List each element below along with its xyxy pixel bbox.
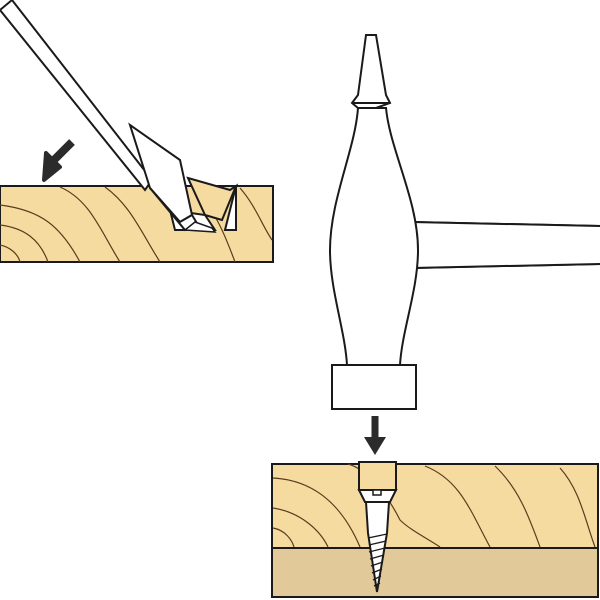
screw-icon [357, 461, 398, 593]
wood-board-bottom [271, 463, 599, 598]
down-arrow-icon [364, 416, 386, 455]
down-left-arrow-icon [42, 139, 75, 182]
wood-board-top [0, 176, 274, 263]
chisel-icon [0, 0, 217, 233]
hammer-icon [328, 34, 600, 410]
screw-thread [367, 533, 388, 587]
